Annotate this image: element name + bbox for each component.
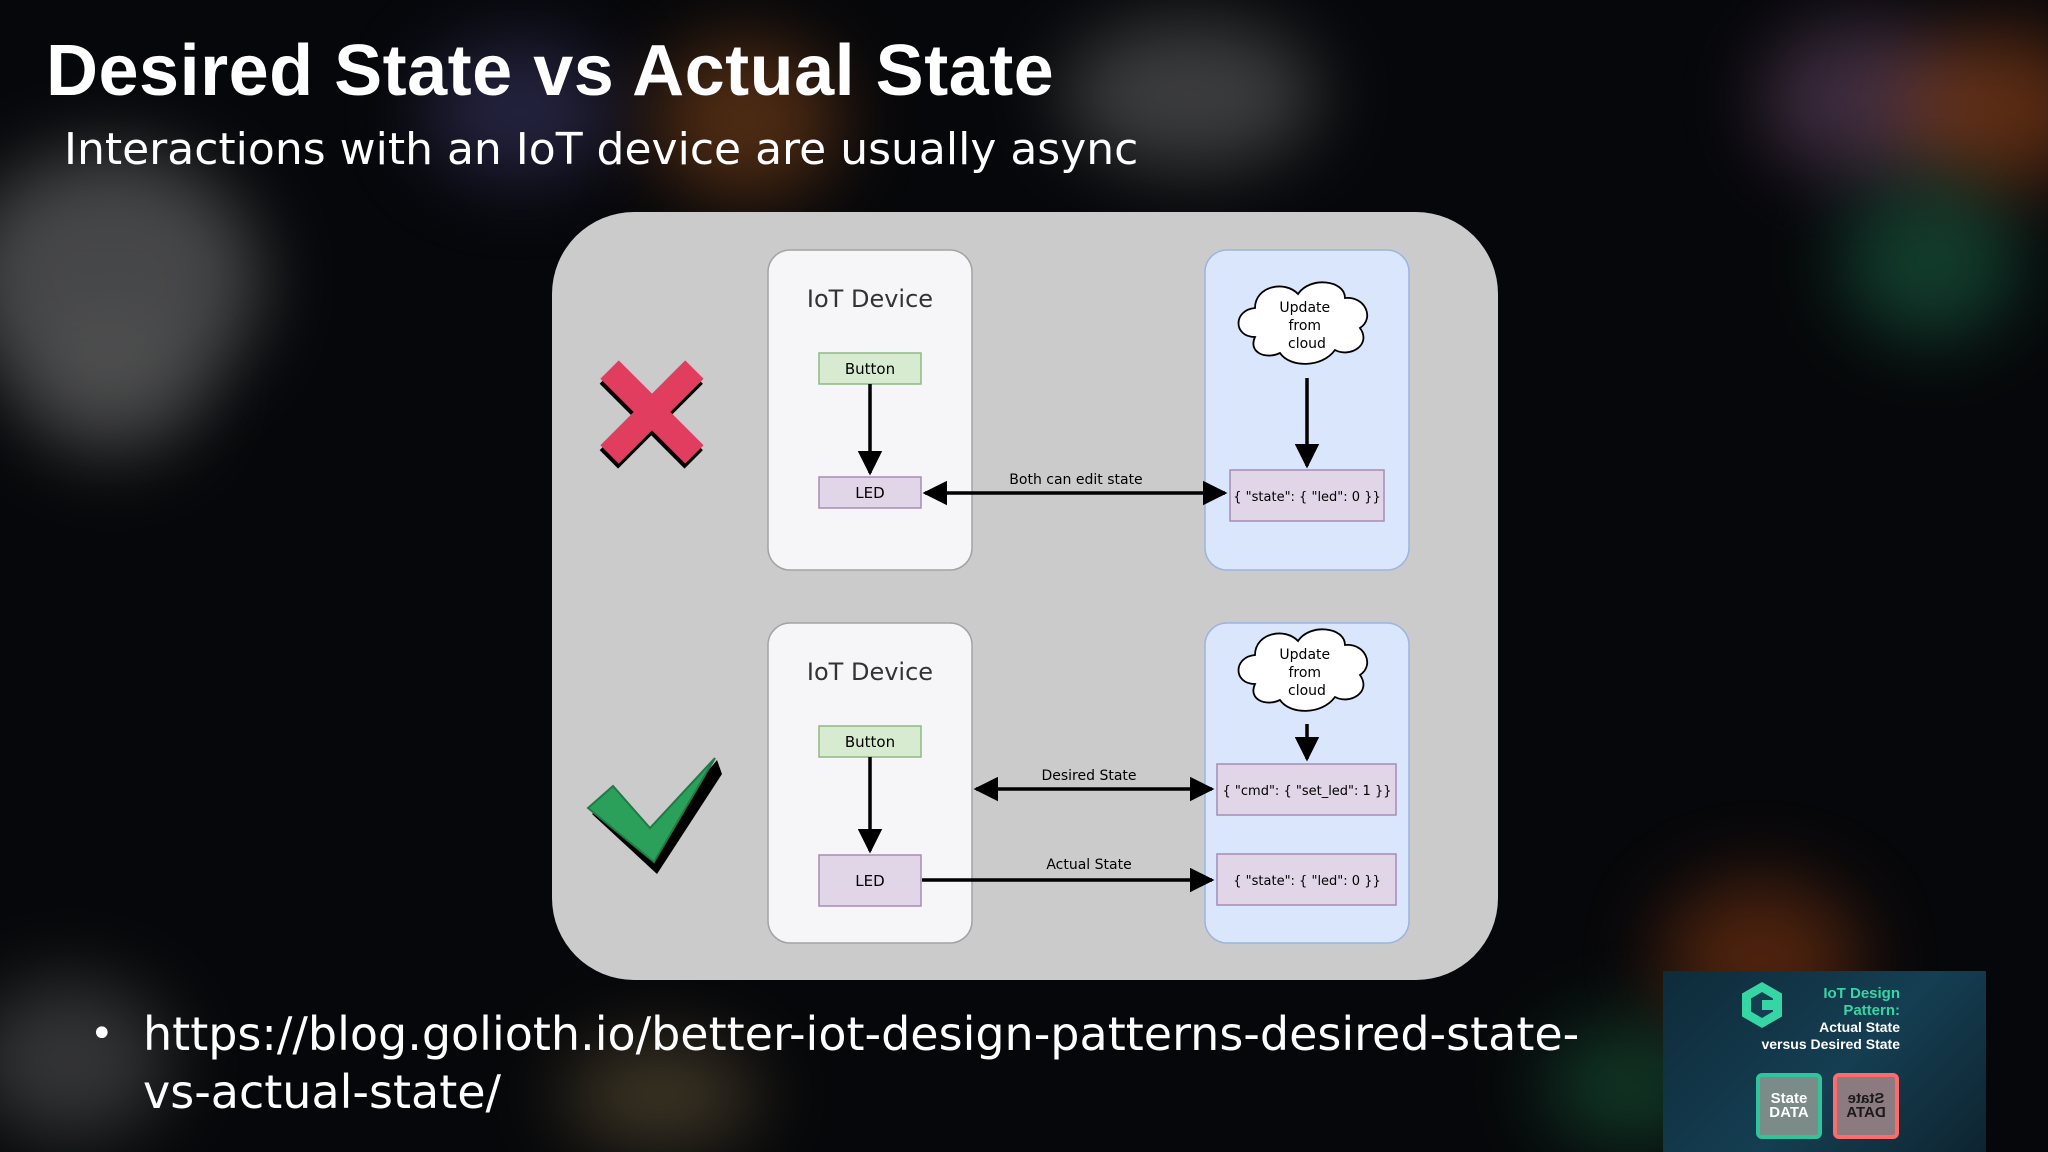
state-node-top bbox=[1229, 469, 1385, 522]
desired-state-label: Desired State bbox=[1041, 768, 1136, 784]
led-label-bottom: LED bbox=[855, 872, 884, 890]
slide-subtitle: Interactions with an IoT device are usua… bbox=[64, 124, 1139, 175]
button-label-top: Button bbox=[845, 360, 895, 378]
button-node-bottom bbox=[818, 725, 922, 758]
state-label-bottom: { "state": { "led": 0 }} bbox=[1233, 874, 1381, 889]
device-title-top: IoT Device bbox=[807, 285, 933, 313]
reference-bullet: • https://blog.golioth.io/better-iot-des… bbox=[90, 1005, 1630, 1121]
led-node-bottom bbox=[818, 854, 922, 907]
state-diagram: IoT Device Button LED Update from cloud … bbox=[552, 212, 1498, 980]
golioth-logo-icon bbox=[1742, 982, 1782, 1028]
cmd-node bbox=[1216, 763, 1397, 816]
cmd-label: { "cmd": { "set_led": 1 }} bbox=[1223, 784, 1392, 799]
cloud-shape-bottom bbox=[1237, 628, 1369, 712]
device-title-bottom: IoT Device bbox=[807, 658, 933, 686]
state-label-top: { "state": { "led": 0 }} bbox=[1233, 490, 1381, 505]
button-label-bottom: Button bbox=[845, 733, 895, 751]
both-edit-label: Both can edit state bbox=[1009, 472, 1142, 488]
slide-title: Desired State vs Actual State bbox=[46, 31, 1055, 111]
actual-state-label: Actual State bbox=[1046, 857, 1131, 873]
reference-link[interactable]: https://blog.golioth.io/better-iot-desig… bbox=[143, 1007, 1580, 1119]
bullet-dot: • bbox=[90, 1011, 114, 1057]
cloud-label-top: Update from cloud bbox=[1279, 300, 1334, 352]
cross-icon bbox=[599, 360, 704, 469]
cloud-shape-top bbox=[1237, 281, 1369, 365]
cloud-label-bottom: Update from cloud bbox=[1279, 647, 1334, 699]
checkmark-icon bbox=[586, 757, 722, 874]
led-node-top bbox=[818, 476, 922, 509]
led-label-top: LED bbox=[855, 484, 884, 502]
state-node-bottom bbox=[1216, 853, 1397, 906]
button-node-top bbox=[818, 352, 922, 385]
